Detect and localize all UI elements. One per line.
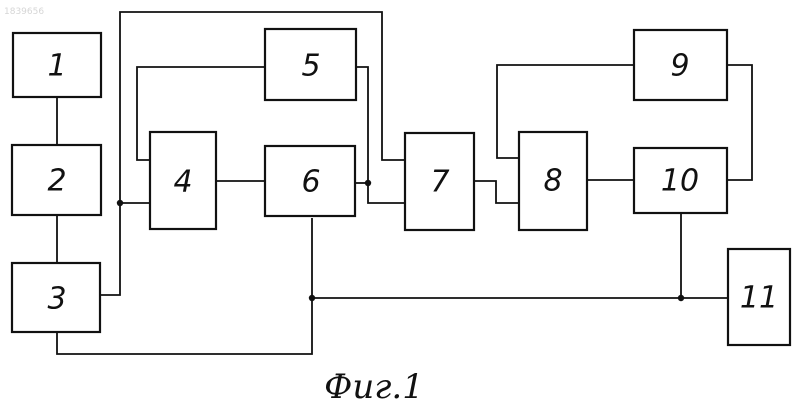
block-8: 8 [519,132,587,230]
block-label: 11 [740,281,778,316]
document-number: 1839656 [4,7,44,17]
block-10: 10 [634,148,727,213]
wire-3-top-bus-7 [100,12,405,295]
figure-caption: Фиг.1 [324,367,424,407]
block-6: 6 [265,146,355,216]
block-7: 7 [405,133,474,230]
wire-10-9 [727,65,752,180]
block-4: 4 [150,132,216,229]
block-label: 2 [47,164,66,199]
block-label: 9 [670,49,689,84]
block-label: 10 [661,164,699,199]
block-2: 2 [12,145,101,215]
block-label: 4 [173,165,192,200]
block-5: 5 [265,29,356,100]
block-label: 5 [301,49,320,84]
block-label: 3 [47,282,66,317]
block-9: 9 [634,30,727,100]
block-label: 1 [47,49,66,84]
junction-dot [117,200,123,206]
block-label: 6 [301,165,320,200]
block-11: 11 [728,249,790,345]
junction-dot [309,295,315,301]
wire-7-8 [474,181,519,203]
junction-dot [365,180,371,186]
block-1: 1 [13,33,101,97]
block-label: 8 [543,164,562,199]
block-3: 3 [12,263,100,332]
junction-dot [678,295,684,301]
block-label: 7 [430,165,449,200]
